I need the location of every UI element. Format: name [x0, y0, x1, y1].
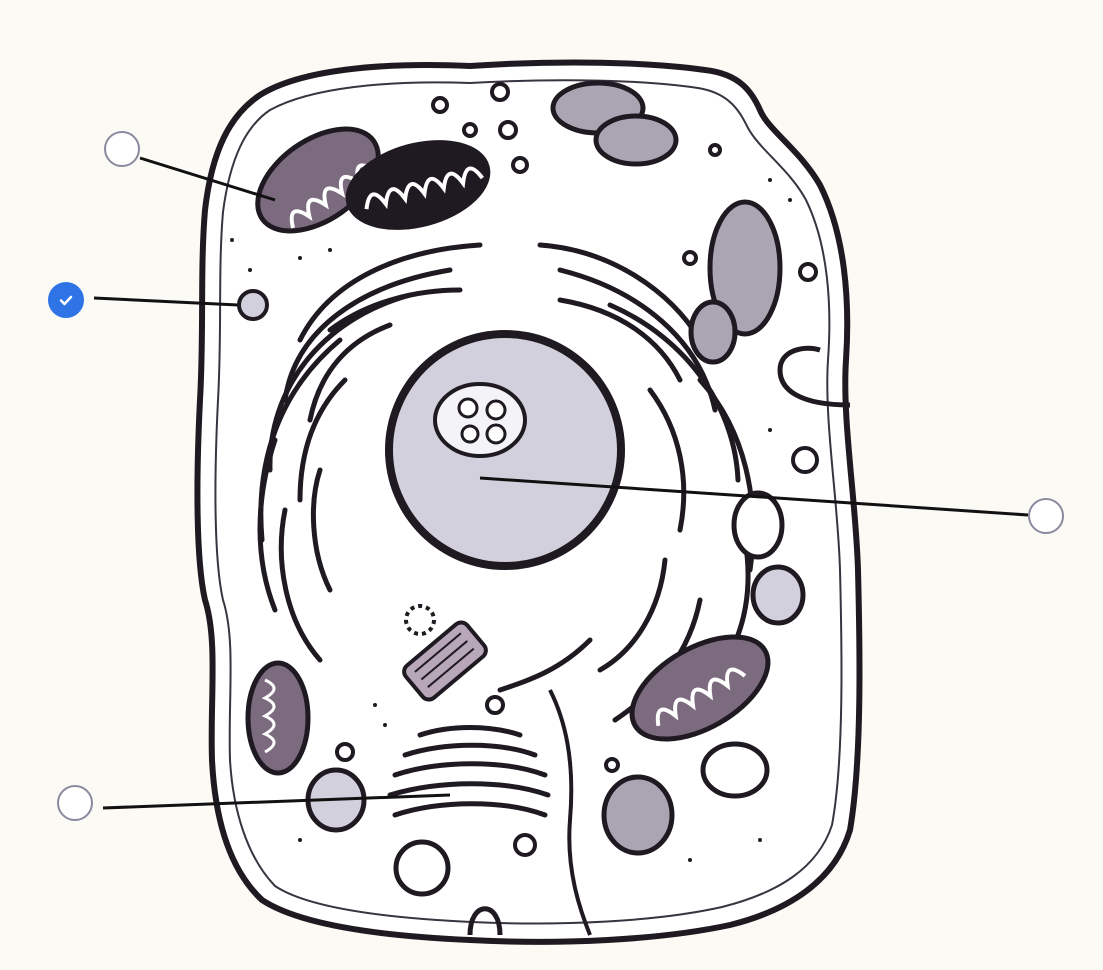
- pointed-vesicle: [239, 291, 267, 319]
- nucleus: [385, 330, 625, 570]
- checkmark-icon: [56, 290, 76, 310]
- label-point-golgi[interactable]: [57, 785, 93, 821]
- label-point-nucleus[interactable]: [1028, 498, 1064, 534]
- label-point-vesicle[interactable]: [48, 282, 84, 318]
- label-point-mitochondrion[interactable]: [104, 131, 140, 167]
- nucleolus: [435, 384, 525, 456]
- mitochondrion-bottom-left: [248, 663, 308, 773]
